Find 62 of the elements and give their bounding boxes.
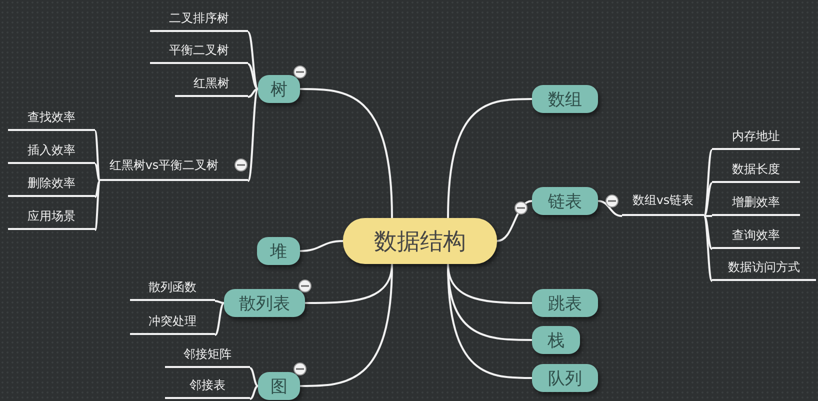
branch-line	[247, 88, 259, 182]
topic-label: 冲突处理	[148, 313, 196, 330]
topic-label: 删除效率	[28, 175, 76, 192]
branch-line	[214, 300, 224, 304]
topic-label: 队列	[548, 368, 582, 390]
branch-line	[300, 88, 393, 218]
subtopic-box	[532, 364, 598, 392]
topic-label: 红黑树	[194, 75, 230, 92]
topic-label: 图	[270, 376, 288, 398]
topic-label: 增删效率	[732, 194, 780, 211]
subtopic-box	[258, 75, 300, 103]
topic-label: 应用场景	[28, 208, 76, 225]
topic-label: 平衡二叉树	[169, 42, 229, 59]
branch-line	[703, 149, 713, 217]
subtopic-box	[532, 326, 580, 354]
subtopic-box	[532, 187, 598, 215]
topic-label: 内存地址	[732, 128, 780, 145]
branch-line	[94, 180, 101, 230]
subtopic-box	[224, 289, 305, 317]
topic-label: 散列函数	[148, 279, 196, 296]
topic-label: 链表	[548, 190, 582, 212]
topic-label: 插入效率	[28, 142, 76, 159]
branch-line	[598, 200, 622, 217]
subtopic-box	[258, 372, 300, 400]
branch-line	[214, 302, 225, 336]
topic-label: 邻接矩阵	[184, 346, 232, 363]
topic-label: 红黑树vs平衡二叉树	[109, 157, 219, 174]
branch-line	[496, 200, 532, 242]
topic-box	[343, 218, 497, 264]
branch-line	[300, 240, 344, 252]
topic-label: 数据结构	[374, 228, 466, 256]
branch-line	[447, 98, 532, 218]
branch-line	[249, 367, 259, 387]
branch-line	[703, 182, 713, 217]
topic-label: 数组vs链表	[632, 192, 694, 209]
branch-line	[703, 215, 713, 282]
topic-label: 数据访问方式	[728, 259, 800, 276]
branch-line	[94, 130, 101, 182]
topic-label: 数据长度	[732, 161, 780, 178]
branch-line	[704, 215, 712, 217]
topic-label: 跳表	[548, 292, 582, 314]
topic-label: 查找效率	[28, 109, 76, 126]
branch-line	[94, 163, 101, 182]
branch-line	[300, 264, 393, 387]
subtopic-box	[257, 237, 300, 265]
topic-label: 散列表	[239, 292, 290, 314]
branch-line	[447, 264, 532, 379]
topic-label: 邻接表	[190, 377, 226, 394]
subtopic-box	[532, 85, 598, 113]
branch-line	[703, 215, 713, 250]
topic-label: 栈	[548, 330, 564, 352]
subtopic-box	[532, 289, 598, 317]
topic-label: 查询效率	[732, 227, 780, 244]
branch-line	[250, 385, 258, 400]
branch-line	[94, 180, 101, 198]
topic-label: 堆	[270, 240, 287, 262]
topic-label: 数组	[548, 88, 582, 110]
branch-line	[247, 31, 259, 90]
topic-label: 二叉排序树	[169, 10, 229, 27]
topic-label: 树	[270, 78, 288, 100]
branch-line	[248, 63, 258, 90]
branch-line	[248, 88, 258, 98]
